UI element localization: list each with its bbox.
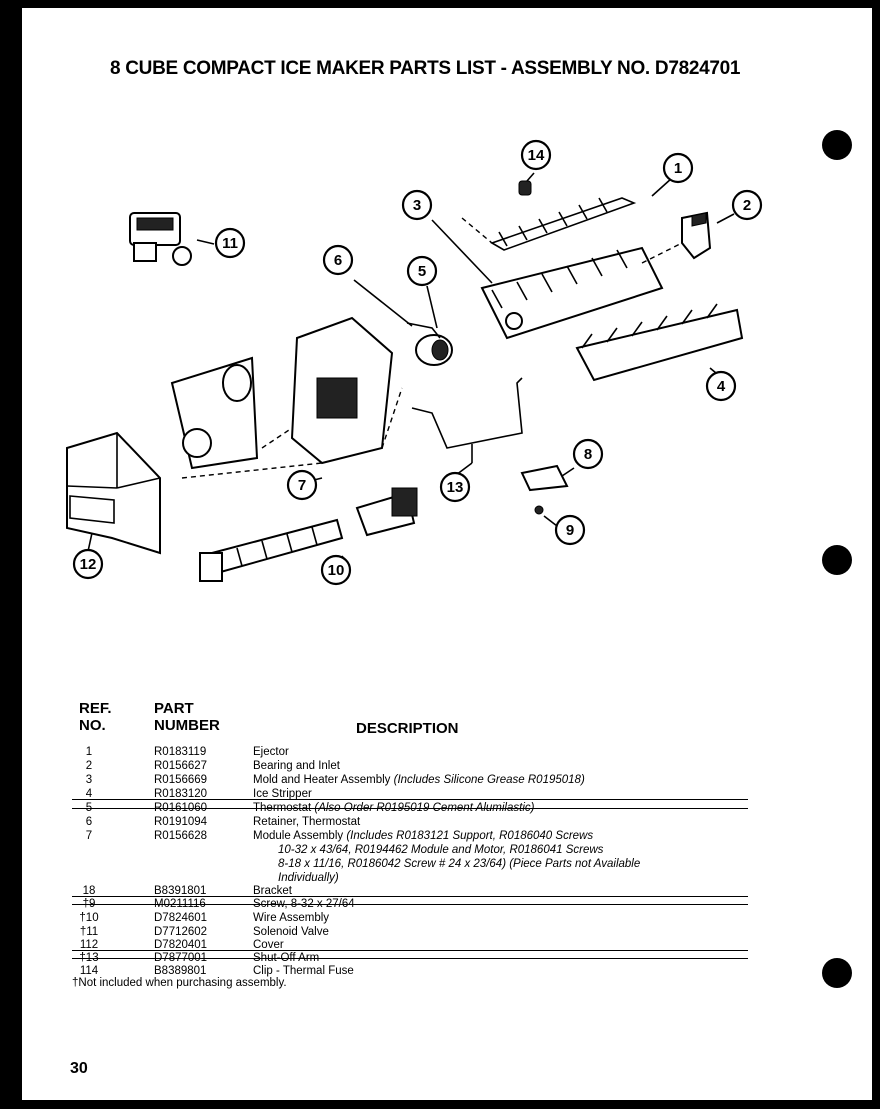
- svg-text:3: 3: [413, 197, 421, 214]
- thermal-fuse-clip-part: [518, 180, 532, 196]
- svg-text:12: 12: [80, 556, 97, 573]
- callout-1: 1: [662, 152, 694, 184]
- page-number: 30: [70, 1060, 88, 1077]
- binder-hole: [822, 545, 852, 575]
- callout-7: 7: [286, 469, 318, 501]
- binder-hole: [822, 958, 852, 988]
- page-title: 8 CUBE COMPACT ICE MAKER PARTS LIST - AS…: [110, 58, 741, 79]
- svg-text:6: 6: [334, 252, 342, 269]
- svg-text:5: 5: [418, 263, 426, 280]
- retainer-part: [406, 322, 441, 339]
- svg-text:13: 13: [447, 479, 464, 496]
- table-rule: [72, 896, 748, 897]
- svg-text:14: 14: [528, 147, 545, 164]
- callout-4: 4: [705, 370, 737, 402]
- callout-3: 3: [401, 189, 433, 221]
- callout-9: 9: [554, 514, 586, 546]
- table-strike: [72, 958, 748, 959]
- callout-8: 8: [572, 438, 604, 470]
- header-part-number: NUMBER: [154, 717, 220, 734]
- header-ref-no: NO.: [79, 717, 106, 734]
- wire-assembly-part: [199, 487, 418, 582]
- cover-part: [66, 431, 161, 555]
- binder-hole: [822, 130, 852, 160]
- header-part: PART: [154, 700, 194, 717]
- table-row-continuation: Individually): [278, 872, 339, 884]
- callout-13: 13: [439, 471, 471, 503]
- svg-text:8: 8: [584, 446, 592, 463]
- svg-text:2: 2: [743, 197, 751, 214]
- table-rule: [72, 950, 748, 951]
- bracket-part: [520, 464, 569, 515]
- mold-heater-part: [480, 242, 683, 340]
- callout-6: 6: [322, 244, 354, 276]
- module-assembly-part: [170, 316, 403, 479]
- svg-text:11: 11: [222, 235, 238, 252]
- callout-2: 2: [731, 189, 763, 221]
- callout-5: 5: [406, 255, 438, 287]
- bearing-inlet-part: [681, 211, 712, 260]
- table-strike: [72, 904, 748, 905]
- footnote: †Not included when purchasing assembly.: [72, 977, 287, 989]
- table-row-continuation: 10-32 x 43/64, R0194462 Module and Motor…: [278, 844, 604, 856]
- callout-14: 14: [520, 139, 552, 171]
- parts-list-page: 8 CUBE COMPACT ICE MAKER PARTS LIST - AS…: [22, 8, 872, 1100]
- callout-11: 11: [214, 227, 246, 259]
- exploded-diagram: 1 2 3 4 5 6 7 8 9 10 11 12 13 14: [66, 139, 763, 586]
- ice-stripper-part: [575, 303, 744, 382]
- table-strike: [72, 808, 748, 809]
- ejector-part: [461, 197, 637, 251]
- callout-12: 12: [72, 548, 104, 580]
- header-description: DESCRIPTION: [356, 720, 459, 737]
- svg-text:7: 7: [298, 477, 306, 494]
- table-rule: [72, 799, 748, 800]
- solenoid-valve-part: [129, 212, 192, 266]
- svg-text:9: 9: [566, 522, 574, 539]
- shut-off-arm-part: [411, 377, 523, 463]
- header-ref: REF.: [79, 700, 112, 717]
- thermostat-part: [415, 334, 453, 366]
- svg-text:4: 4: [717, 378, 726, 395]
- svg-text:10: 10: [328, 562, 345, 579]
- svg-text:1: 1: [674, 160, 682, 177]
- table-row-continuation: 8-18 x 11/16, R0186042 Screw # 24 x 23/6…: [278, 858, 641, 870]
- callout-10: 10: [320, 554, 352, 586]
